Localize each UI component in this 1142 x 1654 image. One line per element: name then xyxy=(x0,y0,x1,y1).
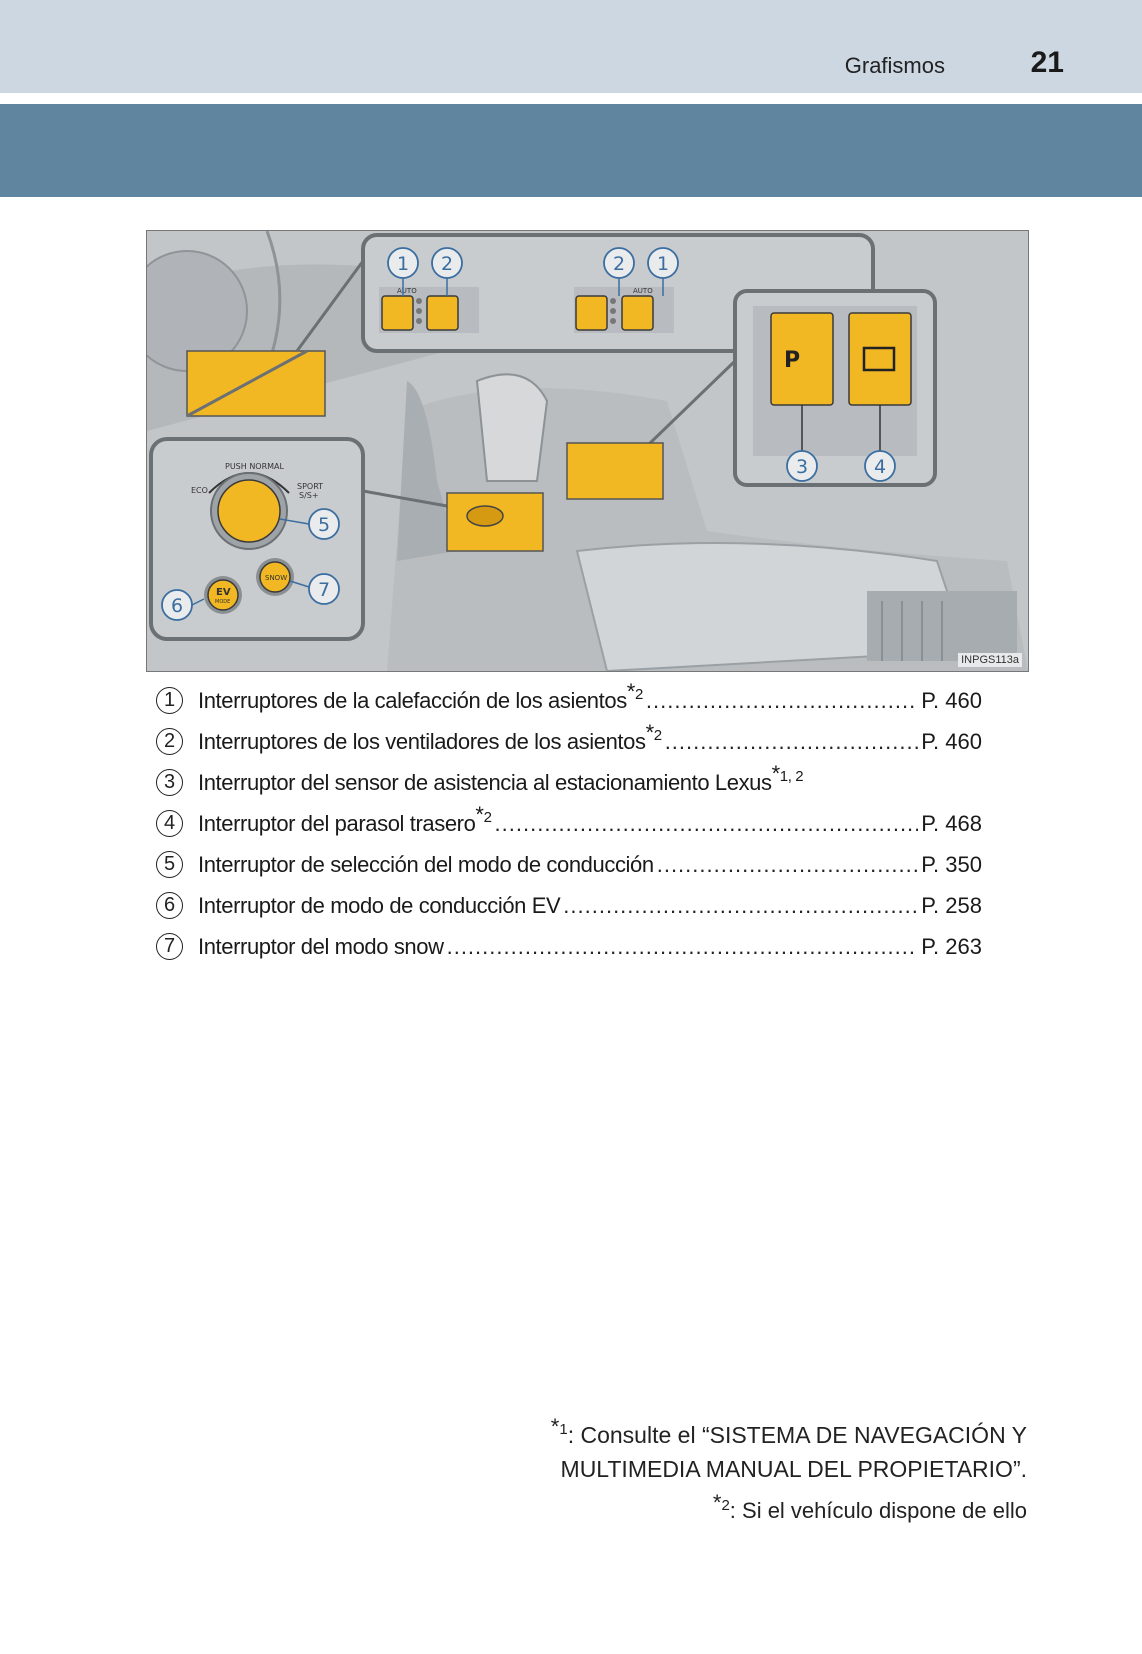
list-item: 7 Interruptor del modo snow P. 263 xyxy=(156,926,982,967)
footnote-2: 2: Si el vehículo dispone de ello xyxy=(551,1494,1027,1528)
leader-dots xyxy=(495,811,919,837)
note-mark: 1, 2 xyxy=(772,768,804,785)
svg-text:P: P xyxy=(784,348,800,373)
list-item: 3 Interruptor del sensor de asistencia a… xyxy=(156,762,982,803)
item-label: Interruptores de la calefacción de los a… xyxy=(198,686,644,714)
item-number: 7 xyxy=(156,933,183,960)
section-title: Grafismos xyxy=(844,53,945,78)
item-label: Interruptores de los ventiladores de los… xyxy=(198,727,663,755)
page-reference[interactable]: P. 258 xyxy=(921,892,982,918)
mode-label: MODE xyxy=(215,599,230,605)
callout-7: 7 xyxy=(318,579,330,601)
chapter-band xyxy=(0,104,1142,197)
item-label: Interruptor del sensor de asistencia al … xyxy=(198,768,804,796)
callout-3: 3 xyxy=(796,456,808,478)
list-item: 1 Interruptores de la calefacción de los… xyxy=(156,680,982,721)
item-number: 6 xyxy=(156,892,183,919)
footnote-1-mark: 1 xyxy=(551,1421,568,1438)
eco-label: ECO xyxy=(191,486,208,495)
item-number: 4 xyxy=(156,810,183,837)
list-item: 5 Interruptor de selección del modo de c… xyxy=(156,844,982,885)
leader-dots xyxy=(563,893,918,919)
leader-dots xyxy=(646,688,918,714)
callout-2-left: 2 xyxy=(441,253,453,275)
note-mark: 2 xyxy=(475,809,492,826)
sport-label: SPORT xyxy=(297,482,323,491)
callout-5: 5 xyxy=(318,514,330,536)
leader-dots xyxy=(665,729,919,755)
page-number: 21 xyxy=(1030,46,1064,79)
footnote-1: 1: Consulte el “SISTEMA DE NAVEGACIÓN Y xyxy=(551,1418,1027,1452)
page-reference[interactable]: P. 263 xyxy=(921,933,982,959)
leader-dots xyxy=(657,852,919,878)
list-item: 4 Interruptor del parasol trasero2 P. 46… xyxy=(156,803,982,844)
auto-label-left: AUTO xyxy=(397,287,417,295)
figure-code: INPGS113a xyxy=(958,653,1022,667)
footnotes: 1: Consulte el “SISTEMA DE NAVEGACIÓN Y … xyxy=(551,1418,1027,1528)
callout-2-right: 2 xyxy=(613,253,625,275)
ev-label: EV xyxy=(216,587,231,598)
list-item: 6 Interruptor de modo de conducción EV P… xyxy=(156,885,982,926)
ss-label: S/S+ xyxy=(299,491,319,500)
item-number: 5 xyxy=(156,851,183,878)
footnote-2-mark: 2 xyxy=(713,1497,730,1514)
item-number: 2 xyxy=(156,728,183,755)
page-reference[interactable]: P. 460 xyxy=(921,728,982,754)
callout-6: 6 xyxy=(171,595,183,617)
snow-label: SNOW xyxy=(265,574,287,582)
item-label: Interruptor del parasol trasero2 xyxy=(198,809,492,837)
header-band xyxy=(0,0,1142,93)
item-label: Interruptor de modo de conducción EV xyxy=(198,892,561,918)
page-reference[interactable]: P. 350 xyxy=(921,851,982,877)
callout-1-left: 1 xyxy=(397,253,409,275)
page-reference[interactable]: P. 460 xyxy=(921,687,982,713)
note-mark: 2 xyxy=(627,686,644,703)
footnote-1-line2: MULTIMEDIA MANUAL DEL PROPIETARIO”. xyxy=(560,1456,1027,1482)
item-label: Interruptor del modo snow xyxy=(198,933,444,959)
note-mark: 2 xyxy=(646,727,663,744)
leader-dots xyxy=(447,934,919,960)
console-illustration: AUTO AUTO P PUSH NORMAL ECO SPORT S/S xyxy=(146,230,1029,672)
item-list: 1 Interruptores de la calefacción de los… xyxy=(156,680,982,967)
list-item: 2 Interruptores de los ventiladores de l… xyxy=(156,721,982,762)
page-reference[interactable]: P. 468 xyxy=(921,810,982,836)
push-normal-label: PUSH NORMAL xyxy=(225,462,285,471)
auto-label-right: AUTO xyxy=(633,287,653,295)
item-number: 1 xyxy=(156,687,183,714)
item-label: Interruptor de selección del modo de con… xyxy=(198,851,654,877)
item-number: 3 xyxy=(156,769,183,796)
callout-1-right: 1 xyxy=(657,253,669,275)
callout-4: 4 xyxy=(874,456,886,478)
